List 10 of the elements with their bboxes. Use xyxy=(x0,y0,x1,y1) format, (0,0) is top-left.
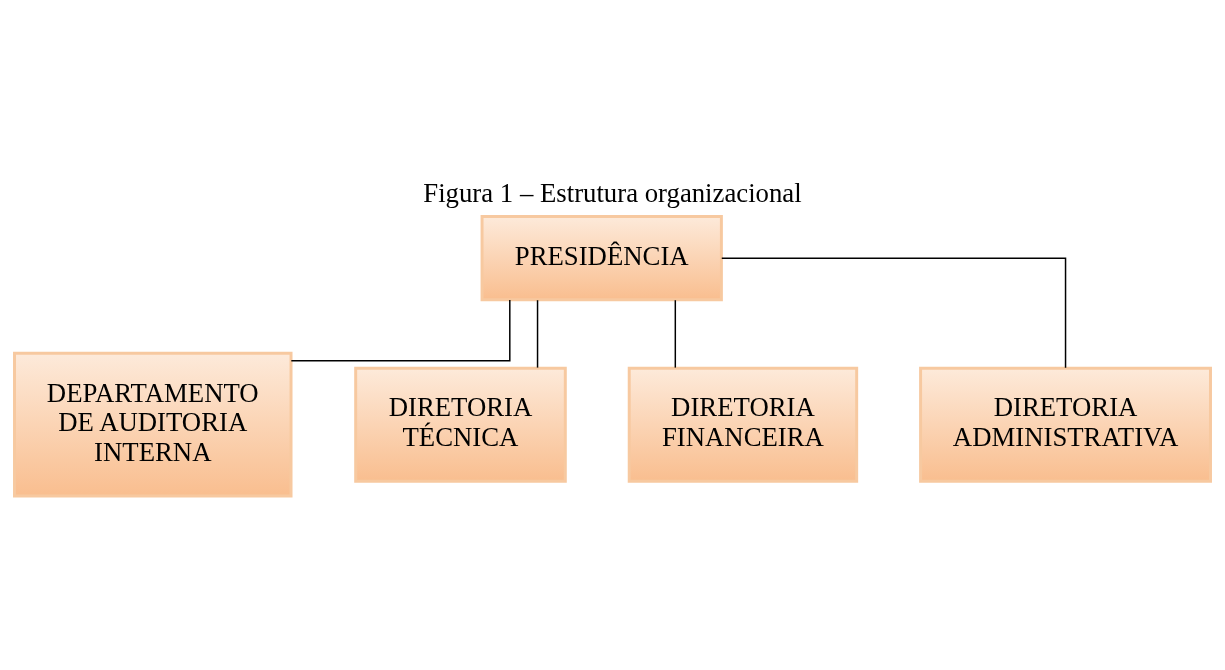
node-box: PRESIDÊNCIA xyxy=(480,214,723,301)
connector xyxy=(536,298,539,368)
node-box: DIRETORIA ADMINISTRATIVA xyxy=(919,366,1212,483)
connector xyxy=(674,298,677,368)
node-box: DEPARTAMENTO DE AUDITORIA INTERNA xyxy=(13,351,293,498)
connector xyxy=(721,256,1067,369)
node-box: DIRETORIA FINANCEIRA xyxy=(627,366,859,483)
diagram-title: Figura 1 – Estrutura organizacional xyxy=(423,177,802,208)
connector xyxy=(290,298,511,361)
node-box: DIRETORIA TÉCNICA xyxy=(354,366,567,483)
